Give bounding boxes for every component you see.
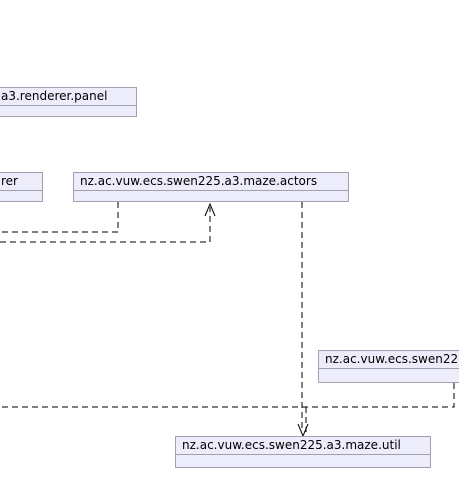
package-renderer-panel[interactable]: a3.renderer.panel	[0, 87, 137, 117]
package-maze-actors-label: nz.ac.vuw.ecs.swen225.a3.maze.actors	[74, 173, 348, 191]
package-renderer-panel-label: a3.renderer.panel	[0, 88, 136, 106]
package-maze-util-label: nz.ac.vuw.ecs.swen225.a3.maze.util	[176, 437, 430, 455]
package-swen-partial-label: nz.ac.vuw.ecs.swen22	[319, 351, 459, 369]
package-renderer[interactable]: rer	[0, 172, 43, 202]
package-renderer-label: rer	[0, 173, 42, 191]
dependency-edge-actors-to-left	[0, 202, 119, 233]
package-maze-util[interactable]: nz.ac.vuw.ecs.swen225.a3.maze.util	[175, 436, 431, 468]
arrowhead-into-actors	[204, 202, 216, 217]
package-swen-partial[interactable]: nz.ac.vuw.ecs.swen22	[318, 350, 459, 383]
dependency-edge-swen-to-left	[0, 383, 455, 408]
package-maze-actors[interactable]: nz.ac.vuw.ecs.swen225.a3.maze.actors	[73, 172, 349, 202]
dependency-edge-left-to-actors	[0, 207, 211, 243]
